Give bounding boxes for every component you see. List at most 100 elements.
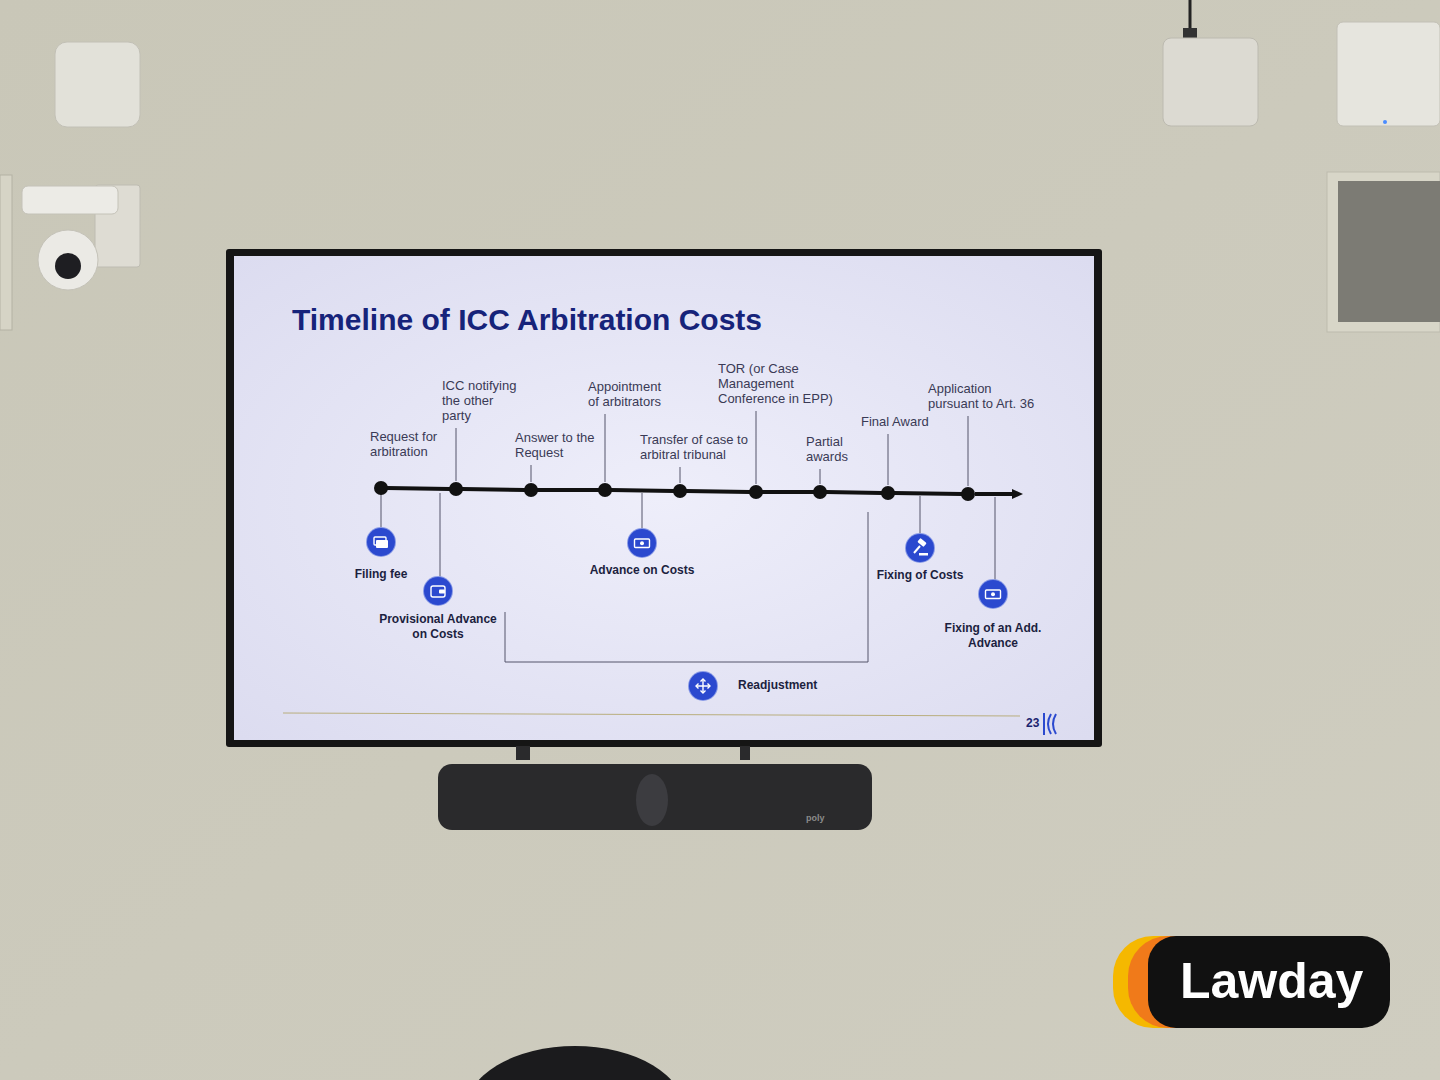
bill-glyph <box>979 580 1007 608</box>
arrows-shape <box>696 679 710 693</box>
label-wrap: Final Award <box>861 414 945 429</box>
wall-box <box>1337 22 1440 126</box>
milestone-dot: Request for arbitration <box>374 481 388 495</box>
label-wrap: 23 <box>1026 716 1039 731</box>
speaker-grille <box>1338 181 1440 322</box>
camera-lens <box>55 253 81 279</box>
cost-icon: Filing fee <box>367 528 395 556</box>
slide-logo <box>1043 713 1045 735</box>
timeline-segment <box>894 491 962 496</box>
milestone-label: Request for arbitration <box>370 429 456 459</box>
brand-mark: poly <box>806 813 825 824</box>
wall-box <box>1163 38 1258 126</box>
label-wrap: Lawday <box>1180 950 1363 1012</box>
wall-panel <box>0 175 12 330</box>
wallet-shape <box>431 586 445 597</box>
timeline-segment <box>826 490 882 495</box>
leader-line <box>456 428 457 481</box>
bill-shape <box>640 541 644 545</box>
wallet-shape <box>439 590 445 594</box>
slide-logo <box>1048 714 1056 734</box>
timeline-segment <box>462 487 525 492</box>
label-wrap: Partial awards <box>806 434 858 464</box>
cost-icon: Fixing of an Add. Advance <box>979 580 1007 608</box>
label-wrap: Provisional Advance on Costs <box>372 612 504 642</box>
bill-shape <box>986 590 1001 599</box>
milestone-label: Partial awards <box>806 434 858 464</box>
camera-dome <box>38 230 98 290</box>
timeline-segment <box>762 490 814 494</box>
tv-frame <box>226 249 1102 747</box>
milestone-dot: TOR (or Case Management Conference in EP… <box>749 485 763 499</box>
arrows-glyph <box>689 672 717 700</box>
bill-glyph <box>628 529 656 557</box>
bill-shape <box>635 539 650 548</box>
label-wrap: TOR (or Case Management Conference in EP… <box>718 361 838 406</box>
wallet-glyph <box>424 577 452 605</box>
timeline-segment <box>611 488 674 493</box>
milestone-dot: Partial awards <box>813 485 827 499</box>
leader-line <box>531 465 532 482</box>
milestone-dot: Transfer of case to arbitral tribunal <box>673 484 687 498</box>
label-wrap: Readjustment <box>738 678 817 693</box>
gavel-base <box>919 553 928 556</box>
screen <box>234 256 1094 740</box>
label-wrap: Request for arbitration <box>370 429 456 459</box>
slide-title: Timeline of ICC Arbitration Costs <box>292 302 762 338</box>
milestone-dot: Final Award <box>881 486 895 500</box>
milestone-dot: Appointment of arbitrators <box>598 483 612 497</box>
cost-label: Advance on Costs <box>572 563 712 578</box>
watermark-logo: Lawday <box>1180 950 1363 1012</box>
slide-rule <box>283 713 1020 716</box>
cost-label: Provisional Advance on Costs <box>372 612 504 642</box>
label-wrap: ICC notifying the other party <box>442 378 522 423</box>
milestone-label: Transfer of case to arbitral tribunal <box>640 432 754 462</box>
cost-label: Filing fee <box>331 567 431 582</box>
milestone-label: Appointment of arbitrators <box>588 379 670 409</box>
mount-clip <box>516 746 530 760</box>
logo-plate <box>1148 936 1390 1028</box>
label-wrap: Advance on Costs <box>572 563 712 578</box>
page-number: 23 <box>1026 716 1039 731</box>
timeline-tail <box>975 492 1014 496</box>
gavel-handle <box>914 546 920 553</box>
mount-clip <box>740 746 750 760</box>
gavel-glyph <box>906 534 934 562</box>
leader-lines <box>440 411 995 662</box>
milestone-dot: Answer to the Request <box>524 483 538 497</box>
label-wrap: Transfer of case to arbitral tribunal <box>640 432 754 462</box>
label-wrap: Answer to the Request <box>515 430 601 460</box>
soundbar <box>438 764 872 830</box>
label-wrap: Filing fee <box>331 567 431 582</box>
card-shape <box>376 540 388 548</box>
milestone-label: TOR (or Case Management Conference in EP… <box>718 361 838 406</box>
gavel-head <box>917 538 926 547</box>
timeline-segment <box>537 488 599 492</box>
label-wrap: Fixing of Costs <box>865 568 975 583</box>
viewer-head <box>465 1046 685 1080</box>
leader-line <box>680 467 681 483</box>
milestone-dot: Application pursuant to Art. 36 <box>961 487 975 501</box>
cost-link <box>642 493 643 529</box>
leader-line <box>888 434 889 485</box>
card-glyph <box>367 528 395 556</box>
milestone-label: Application pursuant to Art. 36 <box>928 381 1042 411</box>
label-wrap: Fixing of an Add. Advance <box>937 621 1049 651</box>
label-wrap: poly <box>806 813 825 824</box>
status-led <box>1383 120 1387 124</box>
leader-line <box>820 469 821 484</box>
cost-label: Readjustment <box>738 678 817 693</box>
timeline-arrowhead <box>1012 489 1023 499</box>
soundbar-camera <box>636 774 668 826</box>
cost-link <box>440 493 441 577</box>
title-wrap: Timeline of ICC Arbitration Costs <box>292 302 762 338</box>
label-wrap: Appointment of arbitrators <box>588 379 670 409</box>
cost-label: Fixing of Costs <box>865 568 975 583</box>
camera-base <box>22 186 118 214</box>
cost-label: Fixing of an Add. Advance <box>937 621 1049 651</box>
leader-line <box>605 414 606 482</box>
cost-link <box>995 497 996 580</box>
